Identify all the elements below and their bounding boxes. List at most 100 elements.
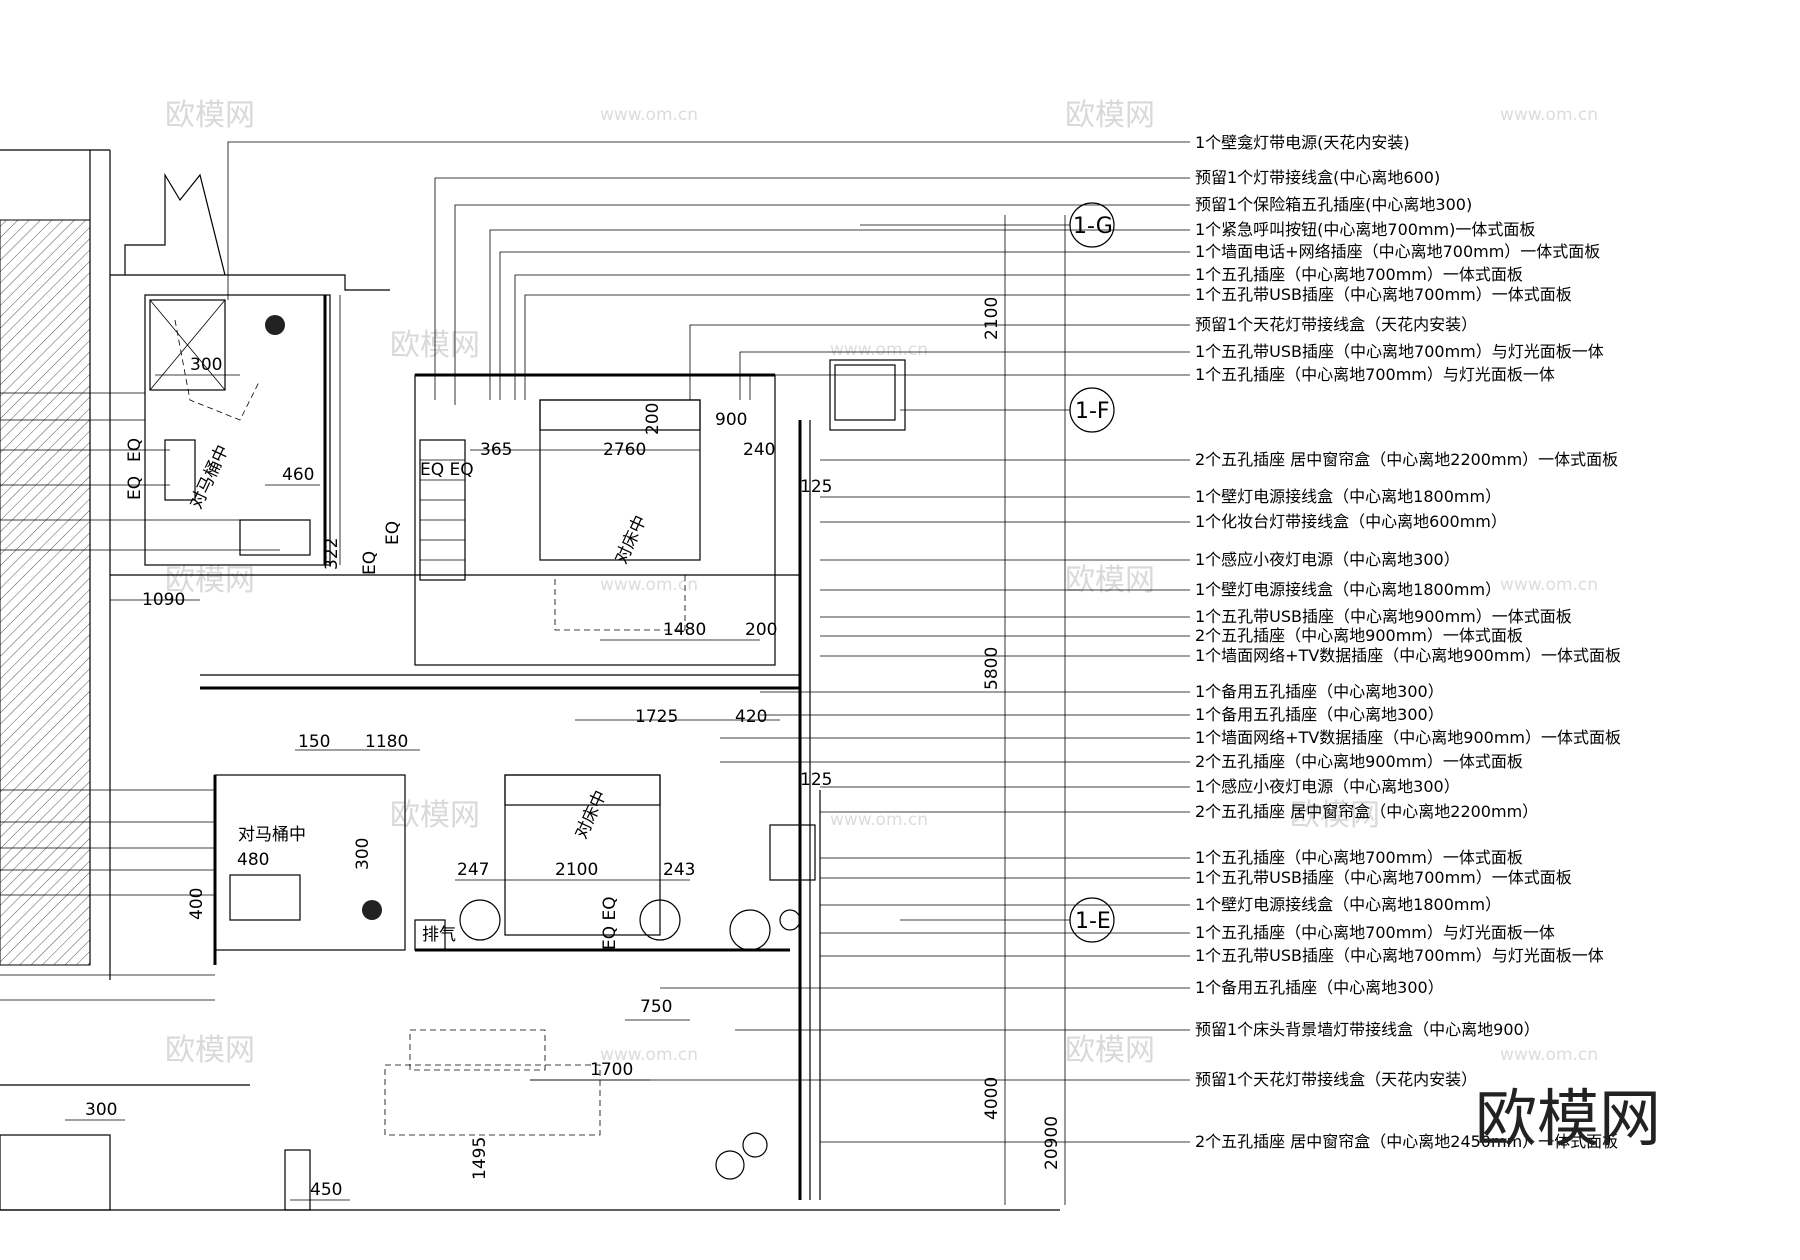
dimension-label: 2760 <box>603 440 646 460</box>
watermark-brand: 欧模网 <box>1065 563 1155 598</box>
note-line: 2个五孔插座（中心离地900mm）一体式面板 <box>1195 752 1523 771</box>
room-label: EQ EQ <box>600 896 620 950</box>
vertical-dimensions: 2100 5800 4000 20900 322 200 400 300 149… <box>187 297 1062 1180</box>
upper-bed <box>539 399 701 561</box>
dimension-label: 1725 <box>635 707 678 727</box>
dimension-label: 750 <box>640 997 672 1017</box>
watermark-brand: 欧模网 <box>165 563 255 598</box>
dimension-label: 400 <box>187 888 207 920</box>
watermark-brand: 欧模网 <box>1065 1033 1155 1068</box>
upper-bathroom-outline <box>144 294 331 566</box>
room-label: 对马桶中 <box>238 825 306 845</box>
axis-label: 1-F <box>1075 399 1110 424</box>
note-line: 1个墙面网络+TV数据插座（中心离地900mm）一体式面板 <box>1195 728 1621 747</box>
hatched-wall <box>0 219 91 966</box>
note-line: 1个墙面网络+TV数据插座（中心离地900mm）一体式面板 <box>1195 646 1621 665</box>
dimension-label: 420 <box>735 707 767 727</box>
dimension-label: 125 <box>800 770 832 790</box>
note-line: 1个化妆台灯带接线盒（中心离地600mm） <box>1195 512 1507 531</box>
plant-icon <box>779 909 801 931</box>
watermark-url: www.om.cn <box>600 575 698 595</box>
dimension-label: 2100 <box>982 297 1002 340</box>
note-line: 1个五孔插座（中心离地700mm）与灯光面板一体 <box>1195 365 1555 384</box>
note-line: 1个备用五孔插座（中心离地300） <box>1195 705 1444 724</box>
room-label: EQ <box>360 551 380 575</box>
plant-icon <box>715 1150 745 1180</box>
walls-layer <box>0 149 1060 1211</box>
watermark-url: www.om.cn <box>1500 1045 1598 1065</box>
note-line: 1个备用五孔插座（中心离地300） <box>1195 682 1444 701</box>
note-line: 1个五孔带USB插座（中心离地700mm）与灯光面板一体 <box>1195 946 1604 965</box>
note-line: 2个五孔插座 居中窗帘盒（中心离地2200mm）一体式面板 <box>1195 450 1618 469</box>
dimension-label: 243 <box>663 860 695 880</box>
room-label: EQ <box>383 521 403 545</box>
watermark-brand: 欧模网 <box>165 98 255 133</box>
dimension-label: 322 <box>322 538 342 570</box>
dimension-label: 5800 <box>982 647 1002 690</box>
axis-label: 1-G <box>1073 214 1113 239</box>
room-label: EQ EQ <box>420 460 474 480</box>
plant-icon <box>729 909 771 951</box>
watermark-url: www.om.cn <box>1500 575 1598 595</box>
watermark-brand: 欧模网 <box>165 1033 255 1068</box>
dimension-label: 365 <box>480 440 512 460</box>
lower-bath-fixture-icon <box>362 900 382 920</box>
watermark-brand: 欧模网 <box>1290 798 1380 833</box>
dimension-label: 2100 <box>555 860 598 880</box>
dimension-label: 247 <box>457 860 489 880</box>
axis-bubble-e: 1-E <box>1069 897 1115 943</box>
watermark-brand: 欧模网 <box>1065 98 1155 133</box>
floor-grille <box>419 439 466 581</box>
watermark-url: www.om.cn <box>1500 105 1598 125</box>
dimension-label: 300 <box>353 838 373 870</box>
note-line: 2个五孔插座（中心离地900mm）一体式面板 <box>1195 626 1523 645</box>
dimension-label: 20900 <box>1042 1116 1062 1170</box>
dimension-label: 480 <box>237 850 269 870</box>
note-line: 1个五孔带USB插座（中心离地700mm）一体式面板 <box>1195 285 1572 304</box>
note-line: 2个五孔插座 居中窗帘盒（中心离地2450mm）一体式面板 <box>1195 1132 1618 1151</box>
note-line: 1个五孔带USB插座（中心离地700mm）与灯光面板一体 <box>1195 342 1604 361</box>
note-line: 2个五孔插座 居中窗帘盒（中心离地2200mm） <box>1195 802 1538 821</box>
note-line: 1个感应小夜灯电源（中心离地300） <box>1195 550 1460 569</box>
dimension-label: 150 <box>298 732 330 752</box>
room-label: EQ <box>125 476 145 500</box>
note-line: 1个备用五孔插座（中心离地300） <box>1195 978 1444 997</box>
plant-icon <box>742 1132 768 1158</box>
watermark-url: www.om.cn <box>600 1045 698 1065</box>
note-line: 预留1个保险箱五孔插座(中心离地300) <box>1195 195 1472 214</box>
watermark-url: www.om.cn <box>830 810 928 830</box>
note-line: 预留1个天花灯带接线盒（天花内安装） <box>1195 1070 1477 1089</box>
note-line: 1个五孔插座（中心离地700mm）与灯光面板一体 <box>1195 923 1555 942</box>
dimension-label: 1495 <box>470 1137 490 1180</box>
watermark-url: www.om.cn <box>830 340 928 360</box>
dimension-label: 125 <box>800 477 832 497</box>
dimension-label: 240 <box>743 440 775 460</box>
window-box-upper <box>829 359 906 431</box>
room-label: EQ <box>125 438 145 462</box>
dimension-label: 1700 <box>590 1060 633 1080</box>
note-line: 1个墙面电话+网络插座（中心离地700mm）一体式面板 <box>1195 242 1600 261</box>
room-label: 对床中 <box>571 787 611 842</box>
dimension-label: 300 <box>190 355 222 375</box>
dimension-label: 450 <box>310 1180 342 1200</box>
note-line: 1个壁灯电源接线盒（中心离地1800mm） <box>1195 895 1501 914</box>
watermark-brand: 欧模网 <box>390 798 480 833</box>
upper-bath-fixture-icon <box>265 315 285 335</box>
note-line: 1个五孔带USB插座（中心离地700mm）一体式面板 <box>1195 868 1572 887</box>
room-label: 对马桶中 <box>186 442 233 512</box>
dimension-label: 900 <box>715 410 747 430</box>
lower-bed <box>504 774 661 936</box>
axis-lines <box>860 215 1070 1205</box>
horizontal-dimensions: 300 460 1090 900 365 2760 240 125 1480 2… <box>65 355 832 1201</box>
note-line: 1个五孔插座（中心离地700mm）一体式面板 <box>1195 848 1523 867</box>
note-line: 1个五孔带USB插座（中心离地900mm）一体式面板 <box>1195 607 1572 626</box>
dimension-label: 200 <box>745 620 777 640</box>
room-label: 对床中 <box>611 512 651 567</box>
note-line: 1个壁灯电源接线盒（中心离地1800mm） <box>1195 487 1501 506</box>
dimension-label: 300 <box>85 1100 117 1120</box>
note-line: 预留1个天花灯带接线盒（天花内安装） <box>1195 315 1477 334</box>
axis-bubble-g: 1-G <box>1069 202 1115 248</box>
dimension-label: 1180 <box>365 732 408 752</box>
axis-label: 1-E <box>1075 909 1111 934</box>
